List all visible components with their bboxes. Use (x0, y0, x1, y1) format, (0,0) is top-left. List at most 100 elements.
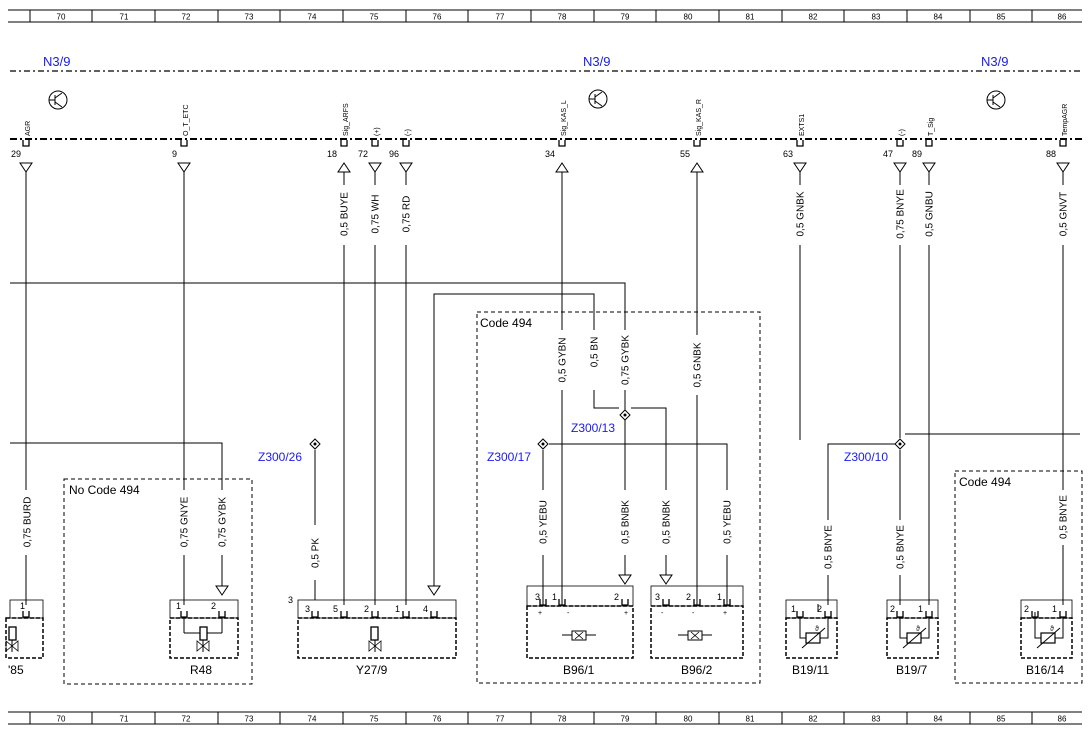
ruler-num: 73 (245, 13, 254, 22)
wire-label: 0,5 BNYE (824, 525, 835, 569)
ruler-num: 83 (872, 715, 881, 724)
ruler-num: 84 (934, 715, 943, 724)
wire-label: 0,75 GYBK (621, 335, 632, 385)
component-pin-number: 1 (918, 604, 923, 614)
pin-number: 55 (680, 149, 690, 159)
component-pin-number: 3 (288, 595, 293, 605)
component-pin-number: 1 (395, 604, 400, 614)
ruler-num: 82 (809, 715, 818, 724)
signal-name: Sig_ARFS (343, 103, 350, 136)
splice-label: Z300/13 (571, 421, 615, 435)
ruler-num: 71 (120, 13, 129, 22)
ruler-num: 77 (496, 13, 505, 22)
connector-pins (22, 139, 1067, 147)
polarity-mark: - (567, 610, 570, 617)
component-label: B96/1 (563, 663, 595, 677)
component-85 (5, 599, 44, 659)
signal-name: Sig_KAS_L (561, 100, 568, 136)
splice-icon (309, 438, 321, 450)
ruler-num: 82 (809, 13, 818, 22)
component-pin-number: 1 (717, 592, 722, 602)
component-pin-number: 2 (1024, 604, 1029, 614)
ruler-num: 72 (182, 715, 191, 724)
pin-number: 9 (172, 149, 177, 159)
splice-icon (894, 438, 906, 450)
pin-number: 29 (11, 149, 21, 159)
ruler-num: 75 (370, 715, 379, 724)
wire-label: 0,5 BNYE (1059, 495, 1070, 539)
signal-name: T_Sig (928, 118, 935, 136)
pin-number: 18 (327, 149, 337, 159)
pin-number: 89 (912, 149, 922, 159)
ruler-num: 81 (746, 715, 755, 724)
pin-number: 72 (358, 149, 368, 159)
component-r48 (169, 585, 239, 659)
wire-label: 0,5 YEBU (539, 500, 550, 544)
transistor-icon (48, 90, 68, 110)
ruler-num: 71 (120, 715, 129, 724)
signal-name: (+) (374, 127, 381, 136)
wire-label: 0,5 BUYE (340, 192, 351, 236)
ruler-num: 77 (496, 715, 505, 724)
wire-label: 0,75 BNYE (896, 189, 907, 239)
polarity-mark: + (723, 610, 727, 617)
wire-label: 0,5 BNYE (896, 525, 907, 569)
component-b19-7 (886, 599, 939, 659)
theta-mark: ϑ (916, 626, 920, 633)
wire-label: 0,75 RD (402, 196, 413, 233)
wire-label: 0,5 PK (311, 538, 322, 568)
ruler-num: 80 (684, 715, 693, 724)
component-pin-number: 3 (305, 604, 310, 614)
module-label-n3-9: N3/9 (981, 54, 1008, 69)
ruler-num: 76 (433, 13, 442, 22)
wire-label: 0,75 BURD (23, 497, 34, 548)
wires (10, 172, 1080, 612)
splice-icon (537, 438, 549, 450)
code-box-label: Code 494 (959, 475, 1011, 489)
splice-label: Z300/10 (844, 450, 888, 464)
component-y27-9 (297, 585, 457, 659)
bottom-ruler: 70 71 72 73 74 75 76 77 78 79 80 81 82 8… (8, 711, 1082, 725)
component-b19-11 (785, 599, 838, 659)
theta-mark: ϑ (1050, 626, 1054, 633)
ruler-num: 86 (1058, 715, 1067, 724)
module-label-n3-9: N3/9 (43, 54, 70, 69)
ruler-num: 84 (934, 13, 943, 22)
component-label: B19/7 (896, 663, 928, 677)
polarity-mark: + (624, 610, 628, 617)
splice-label: Z300/17 (487, 450, 531, 464)
signal-name: TempAGR (1062, 104, 1069, 136)
ruler-num: 74 (308, 13, 317, 22)
transistor-icon (986, 90, 1006, 110)
code-box (63, 478, 253, 685)
splice-icon (619, 409, 631, 421)
wire-label: 0,5 BNBK (662, 500, 673, 544)
pin-number: 63 (783, 149, 793, 159)
ruler-num: 83 (872, 13, 881, 22)
signal-name: EXTS1 (799, 114, 806, 136)
component-label: Y27/9 (356, 663, 388, 677)
polarity-mark: + (538, 610, 542, 617)
component-b96-1 (526, 574, 634, 659)
wire-label: 0,75 WH (371, 195, 382, 234)
ruler-num: 85 (997, 715, 1006, 724)
code-box-label: Code 494 (480, 316, 532, 330)
component-label: R48 (190, 663, 212, 677)
pin-number: 96 (389, 149, 399, 159)
ruler-num: 78 (558, 13, 567, 22)
component-pin-number: 1 (176, 601, 181, 611)
component-pin-number: 2 (364, 604, 369, 614)
transistor-icon (588, 89, 608, 109)
polarity-mark: - (692, 610, 695, 617)
code-box (476, 311, 761, 684)
component-pin-number: 1 (552, 592, 557, 602)
component-b96-2 (650, 574, 744, 659)
ruler-num: 80 (684, 13, 693, 22)
ruler-num: 72 (182, 13, 191, 22)
wire-label: 0,75 GNYE (180, 496, 191, 547)
component-pin-number: 2 (686, 592, 691, 602)
ruler-num: 86 (1058, 13, 1067, 22)
signal-name: AGR (25, 121, 32, 136)
component-pin-number: 1 (20, 601, 25, 611)
component-pin-number: 1 (791, 604, 796, 614)
